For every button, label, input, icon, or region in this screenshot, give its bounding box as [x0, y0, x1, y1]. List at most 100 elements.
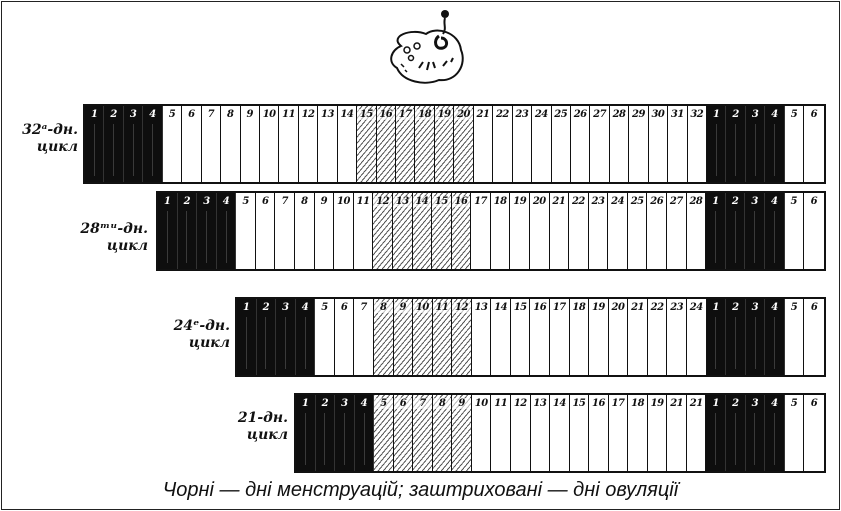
day-cell-ovulation: 9	[394, 299, 414, 375]
day-number: 7	[275, 196, 294, 207]
day-cell-normal: 14	[550, 395, 570, 471]
day-cell-ovulation: 15	[357, 106, 376, 182]
day-cell-normal: 16	[589, 395, 609, 471]
day-cell-menstruation: 2	[257, 299, 277, 375]
day-number: 2	[726, 109, 744, 120]
day-number: 25	[552, 109, 570, 120]
day-cell-normal: 15	[570, 395, 590, 471]
day-cell-menstruation: 2	[316, 395, 336, 471]
day-number: 16	[530, 302, 549, 313]
day-cell-normal: 11	[279, 106, 298, 182]
day-cell-normal: 12	[511, 395, 531, 471]
day-number: 1	[85, 109, 103, 120]
day-number: 5	[785, 196, 804, 207]
legend-caption: Чорні — дні менструацій; заштриховані — …	[0, 479, 841, 502]
day-number: 4	[355, 398, 374, 409]
day-cell-normal: 25	[552, 106, 571, 182]
day-number: 1	[707, 109, 725, 120]
day-cell-menstruation: 1	[296, 395, 316, 471]
day-number: 11	[433, 302, 452, 313]
day-cell-ovulation: 5	[374, 395, 394, 471]
day-number: 5	[236, 196, 255, 207]
day-cell-normal: 20	[609, 299, 629, 375]
day-cell-menstruation: 4	[143, 106, 162, 182]
day-cell-normal: 18	[570, 299, 590, 375]
day-number: 1	[296, 398, 315, 409]
day-cell-ovulation: 8	[433, 395, 453, 471]
day-number: 24	[687, 302, 706, 313]
day-cell-ovulation: 14	[413, 193, 433, 269]
cycle-label-28: 28ᵐᵘ-дн. цикл	[70, 221, 148, 255]
day-number: 8	[221, 109, 239, 120]
day-number: 9	[315, 196, 334, 207]
day-cell-normal: 6	[256, 193, 276, 269]
day-number: 22	[648, 302, 667, 313]
cycle-label-21: 21-дн. цикл	[200, 410, 288, 444]
day-number: 4	[765, 398, 784, 409]
day-number: 9	[241, 109, 259, 120]
day-number: 18	[491, 196, 510, 207]
day-number: 5	[374, 398, 393, 409]
day-cell-normal: 16	[530, 299, 550, 375]
day-cell-menstruation: 2	[178, 193, 198, 269]
day-cell-ovulation: 20	[454, 106, 473, 182]
day-cell-normal: 10	[260, 106, 279, 182]
day-number: 6	[394, 398, 413, 409]
day-number: 24	[532, 109, 550, 120]
day-number: 2	[726, 196, 745, 207]
day-cell-ovulation: 16	[377, 106, 396, 182]
day-number: 26	[647, 196, 666, 207]
day-number: 14	[491, 302, 510, 313]
day-number: 13	[393, 196, 412, 207]
day-number: 4	[765, 302, 784, 313]
day-number: 21	[550, 196, 569, 207]
day-cell-menstruation: 1	[707, 299, 727, 375]
day-cell-normal: 5	[163, 106, 182, 182]
day-number: 3	[197, 196, 216, 207]
day-number: 15	[357, 109, 375, 120]
day-cell-normal: 8	[221, 106, 240, 182]
day-cell-normal: 21	[687, 395, 707, 471]
day-cell-menstruation: 4	[765, 193, 785, 269]
day-cell-ovulation: 8	[374, 299, 394, 375]
day-cell-normal: 32	[688, 106, 707, 182]
cycle-strip-21: 123456789101112131415161718192121123456	[294, 393, 826, 473]
day-cell-normal: 29	[629, 106, 648, 182]
day-number: 17	[550, 302, 569, 313]
day-number: 4	[765, 109, 783, 120]
day-number: 13	[318, 109, 336, 120]
day-cell-normal: 5	[315, 299, 335, 375]
day-cell-menstruation: 3	[197, 193, 217, 269]
cycle-strip-32: 1234567891011121314151617181920212223242…	[83, 104, 826, 184]
day-cell-menstruation: 3	[746, 395, 766, 471]
day-cell-normal: 17	[471, 193, 491, 269]
day-number: 9	[452, 398, 471, 409]
cycle-label-line1: 24ᵉ-дн.	[140, 318, 230, 335]
day-number: 19	[435, 109, 453, 120]
day-number: 11	[354, 196, 373, 207]
day-cell-ovulation: 12	[452, 299, 472, 375]
day-cell-normal: 22	[493, 106, 512, 182]
day-cell-normal: 26	[571, 106, 590, 182]
day-cell-normal: 7	[275, 193, 295, 269]
day-cell-normal: 6	[335, 299, 355, 375]
day-number: 10	[334, 196, 353, 207]
day-number: 23	[589, 196, 608, 207]
day-number: 4	[217, 196, 236, 207]
day-cell-ovulation: 13	[393, 193, 413, 269]
day-number: 2	[104, 109, 122, 120]
day-number: 20	[530, 196, 549, 207]
day-number: 13	[472, 302, 491, 313]
day-cell-menstruation: 3	[335, 395, 355, 471]
day-number: 12	[373, 196, 392, 207]
day-number: 1	[237, 302, 256, 313]
day-number: 2	[726, 398, 745, 409]
day-number: 11	[491, 398, 510, 409]
day-cell-normal: 23	[589, 193, 609, 269]
day-number: 5	[315, 302, 334, 313]
day-cell-normal: 6	[804, 395, 824, 471]
day-number: 8	[433, 398, 452, 409]
day-cell-normal: 25	[628, 193, 648, 269]
day-number: 6	[804, 196, 824, 207]
day-cell-normal: 30	[649, 106, 668, 182]
